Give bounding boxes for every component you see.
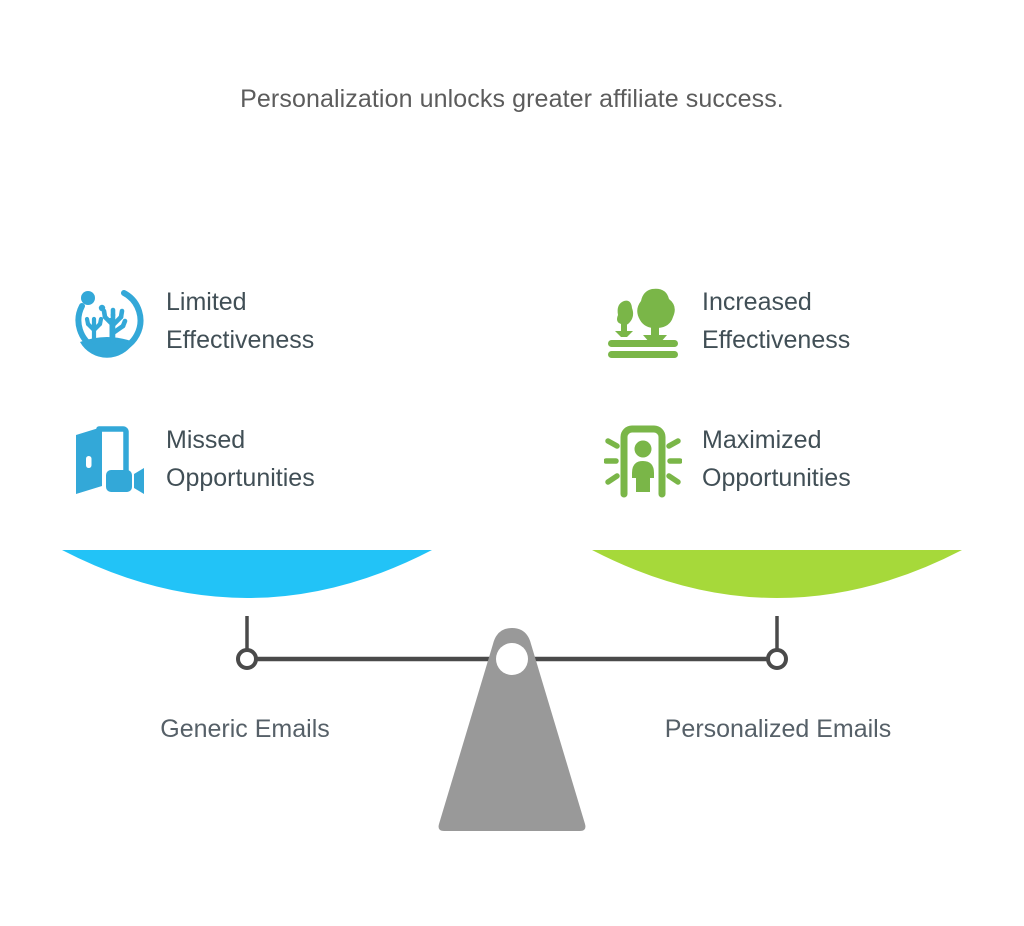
feature-label: Increased Effectiveness <box>702 288 851 354</box>
left-pan <box>62 550 432 598</box>
feature-label: Limited Effectiveness <box>166 288 315 354</box>
fulcrum-hole <box>496 643 528 675</box>
feature-missed-opportunities: Missed Opportunities <box>68 420 315 498</box>
person-archway-icon <box>603 420 683 498</box>
feature-limited-effectiveness: Limited Effectiveness <box>68 282 314 360</box>
page-title: Personalization unlocks greater affiliat… <box>240 85 784 113</box>
fulcrum <box>438 628 586 831</box>
coral-circle-icon <box>68 282 146 360</box>
left-pan-caption: Generic Emails <box>160 715 330 743</box>
balance-scale-graphic <box>0 520 1024 850</box>
feature-person-archway: Maximized Opportunities <box>603 420 851 498</box>
feature-increased-effectiveness: Increased Effectiveness <box>604 282 850 360</box>
trees-ground-icon <box>604 282 682 360</box>
left-beam-joint <box>236 648 258 670</box>
feature-label: Maximized Opportunities <box>702 426 851 492</box>
open-door-camera-icon <box>68 420 146 498</box>
feature-label: Missed Opportunities <box>166 426 315 492</box>
right-beam-joint <box>766 648 788 670</box>
right-pan-caption: Personalized Emails <box>664 715 892 743</box>
right-pan <box>592 550 962 598</box>
